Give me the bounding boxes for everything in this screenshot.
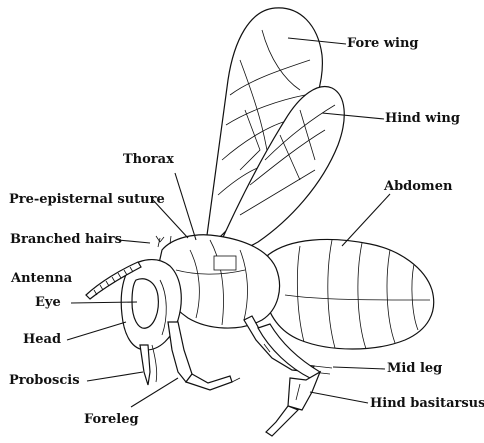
foreleg-shape xyxy=(168,322,240,390)
hind-basitarsus-leader xyxy=(310,392,368,403)
hind-basitarsus-label: Hind basitarsus xyxy=(370,397,484,411)
hind-wing-label: Hind wing xyxy=(385,112,460,126)
head-label: Head xyxy=(23,333,61,347)
thorax-leader xyxy=(175,173,196,240)
branched-hairs-leader xyxy=(118,240,150,243)
foreleg-leader xyxy=(131,378,178,407)
eye-label: Eye xyxy=(35,296,61,310)
head-leader xyxy=(67,322,126,340)
pre-episternal-suture-label: Pre-episternal suture xyxy=(9,193,165,207)
abdomen-leader xyxy=(342,194,390,246)
antenna-label: Antenna xyxy=(11,272,72,286)
fore-wing-label: Fore wing xyxy=(347,37,419,51)
mid-leg-label: Mid leg xyxy=(387,362,442,376)
abdomen-label: Abdomen xyxy=(384,180,452,194)
mid-leg-leader xyxy=(333,367,385,369)
proboscis-label: Proboscis xyxy=(9,374,80,388)
thorax-label: Thorax xyxy=(123,153,174,167)
abdomen-shape xyxy=(265,239,434,349)
foreleg-label: Foreleg xyxy=(84,413,139,427)
branched-hairs-label: Branched hairs xyxy=(10,233,122,247)
proboscis-shape xyxy=(140,345,157,385)
proboscis-leader xyxy=(87,372,143,381)
